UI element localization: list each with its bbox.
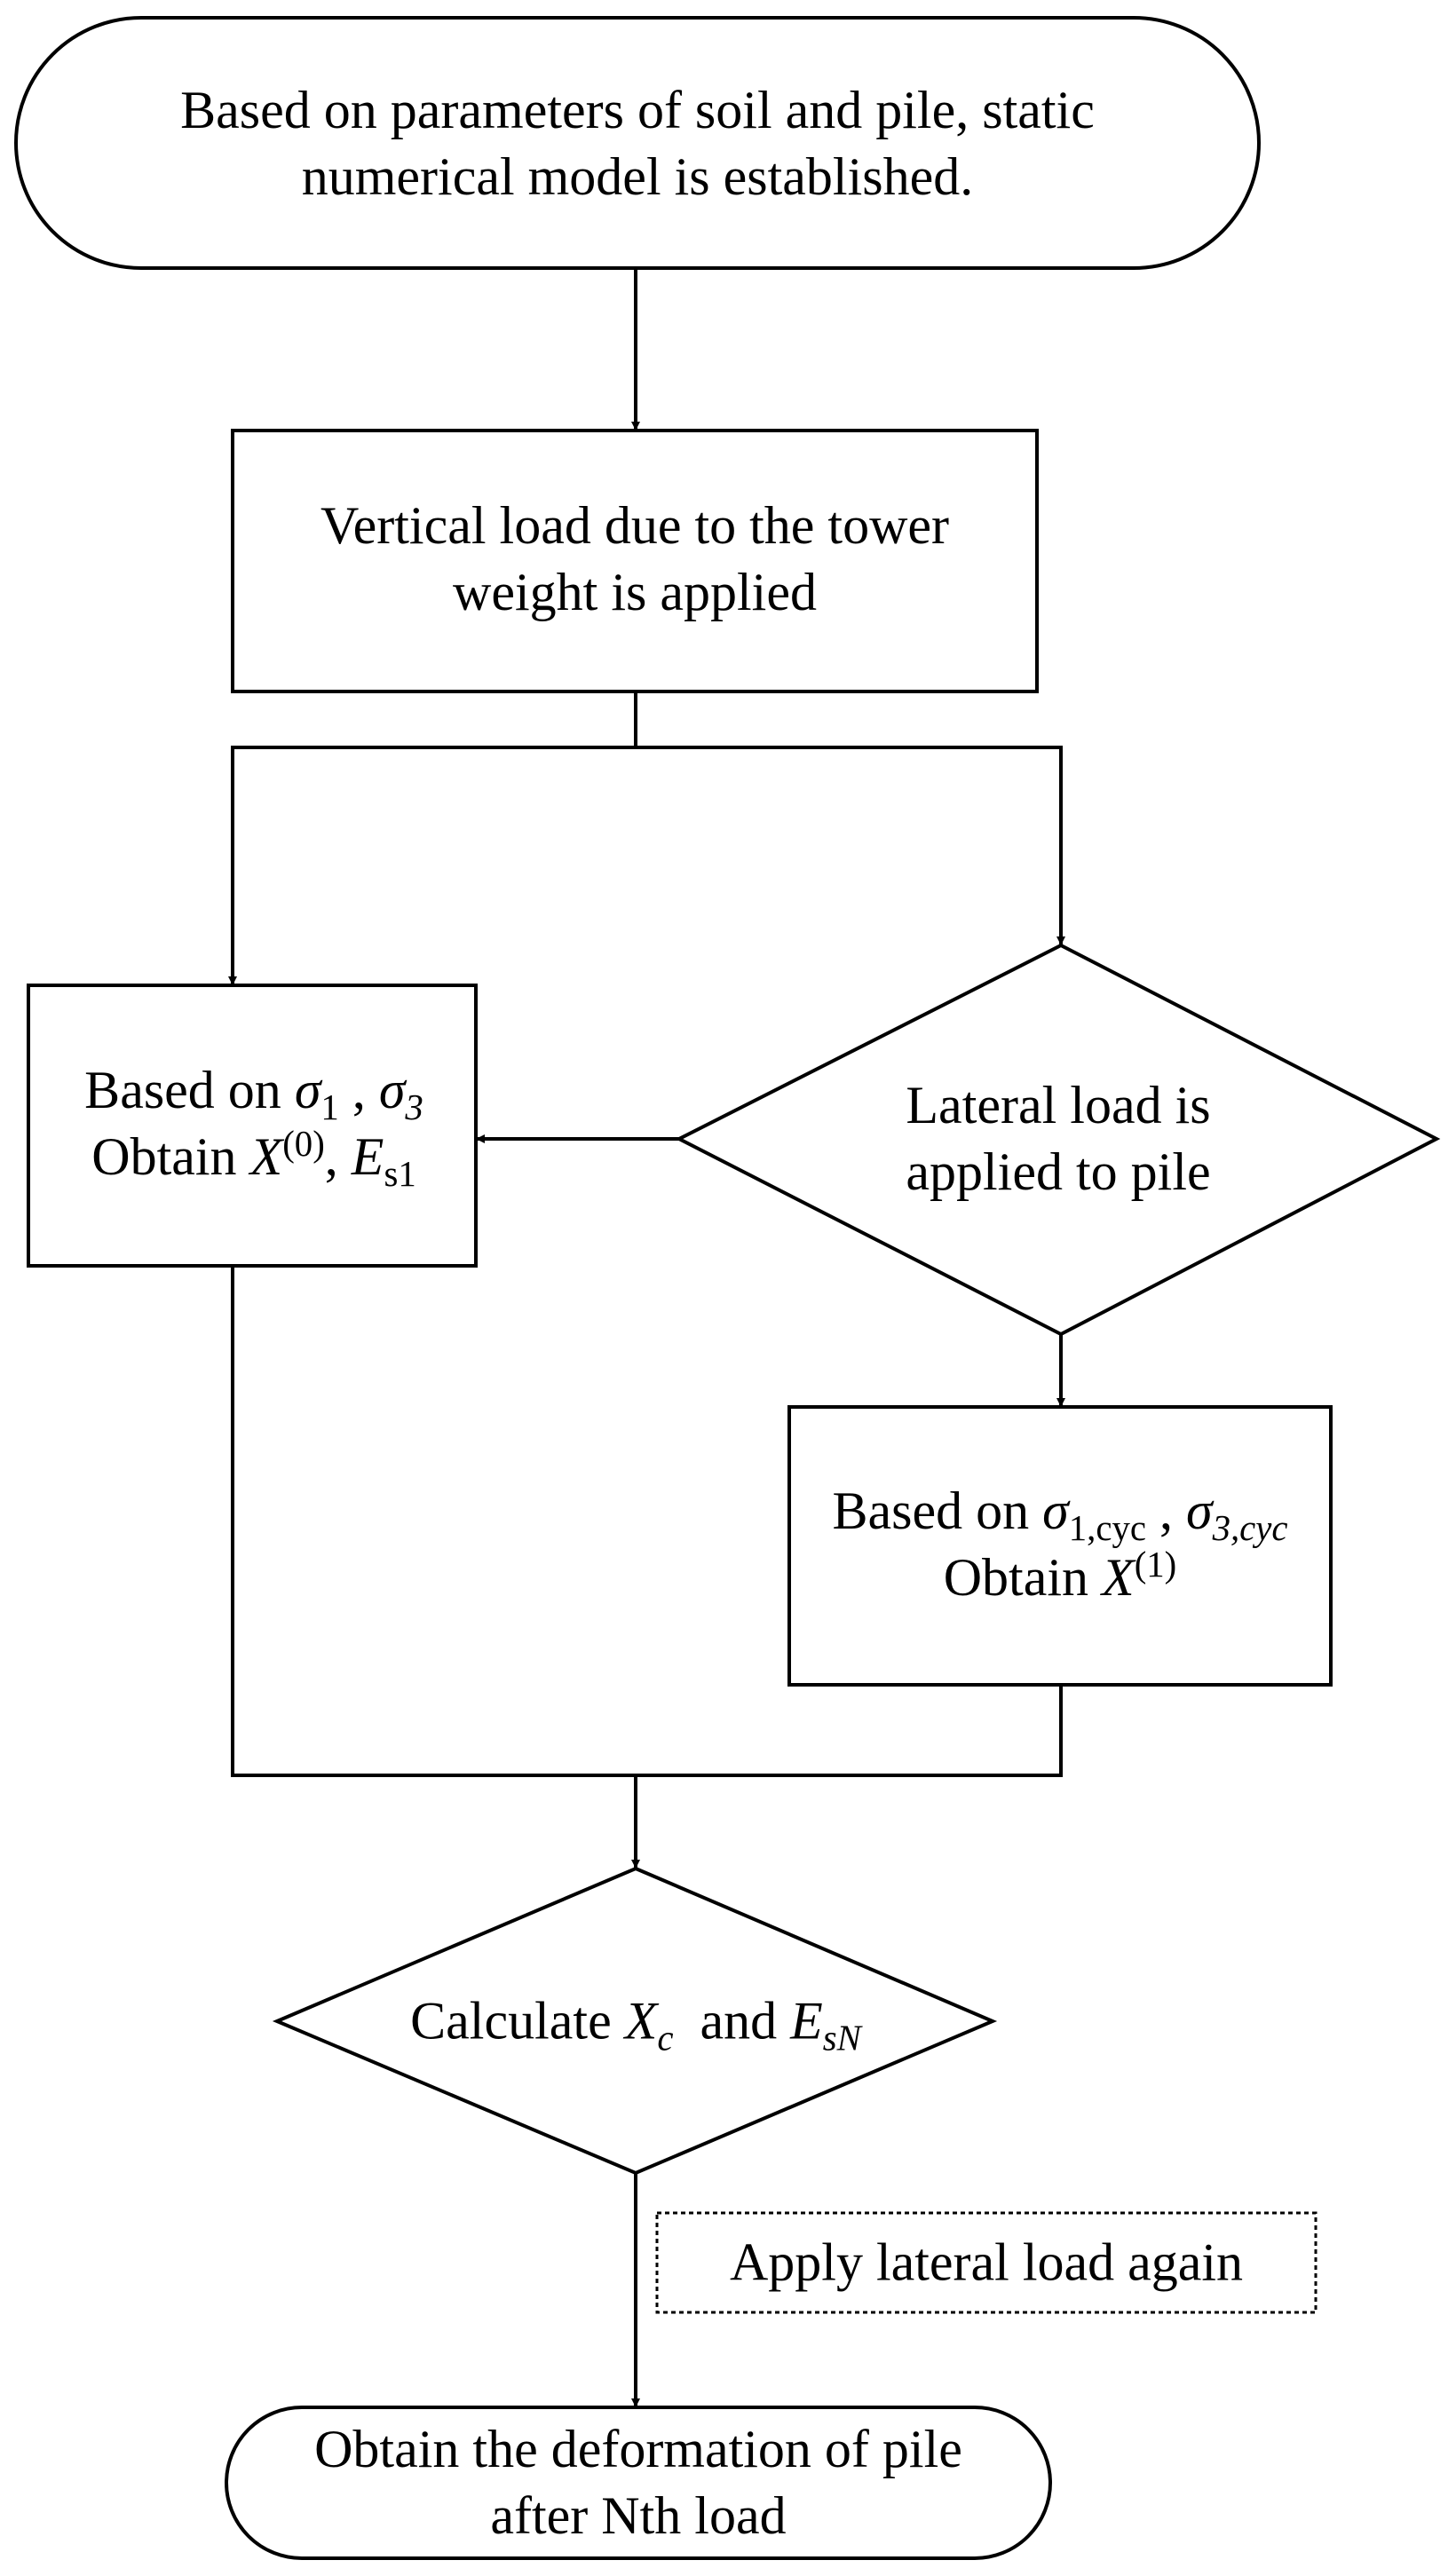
esn-var: EsN: [790, 1991, 861, 2058]
lateral-line-2: applied to pile: [906, 1142, 1211, 1201]
apply-again-box: [655, 2211, 1318, 2314]
static-sep: ,: [338, 1061, 379, 1119]
cyclic-obtain: Obtain: [943, 1548, 1089, 1607]
end-terminal-label: Obtain the deformation of pile after Nth…: [314, 2416, 962, 2549]
es1-var: Es1: [351, 1127, 416, 1194]
start-line-2: numerical model is established.: [301, 147, 974, 206]
xc-var: Xc: [624, 1991, 674, 2058]
sigma-3: σ3: [378, 1061, 423, 1127]
static-based-on: Based on: [84, 1061, 281, 1119]
end-line-1: Obtain the deformation of pile: [314, 2420, 962, 2478]
static-params-label: Based on σ1 , σ3 Obtain X(0), Es1: [84, 1057, 423, 1194]
calculate-text: Calculate: [410, 1991, 612, 2051]
x0-var: X(0): [249, 1124, 325, 1186]
merge-connector-left: [231, 1266, 1063, 1777]
sigma-1: σ1: [294, 1061, 339, 1127]
start-terminal-label: Based on parameters of soil and pile, st…: [180, 77, 1095, 210]
lateral-load-label: Lateral load is applied to pile: [906, 1072, 1210, 1205]
cyclic-params-label: Based on σ1,cyc , σ3,cyc Obtain X(1): [833, 1478, 1288, 1611]
sigma-1-cyc: σ1,cyc: [1042, 1482, 1146, 1548]
calculate-label: Calculate Xc and EsN: [410, 1988, 861, 2058]
static-params-box: [27, 984, 478, 1268]
vertical-line-2: weight is applied: [453, 563, 817, 621]
vertical-line-1: Vertical load due to the tower: [320, 496, 950, 555]
sigma-3-cyc: σ3,cyc: [1185, 1482, 1288, 1548]
cyclic-sep: ,: [1145, 1482, 1186, 1540]
apply-again-label: Apply lateral load again: [729, 2232, 1244, 2292]
vertical-load-label: Vertical load due to the tower weight is…: [320, 493, 949, 626]
split-connector: [228, 691, 637, 985]
end-terminal: [225, 2406, 1052, 2560]
end-line-2: after Nth load: [490, 2486, 787, 2545]
cyclic-based-on: Based on: [832, 1482, 1030, 1540]
static-obtain: Obtain: [91, 1127, 237, 1186]
start-line-1: Based on parameters of soil and pile, st…: [180, 81, 1095, 139]
x1-var: X(1): [1102, 1545, 1177, 1607]
calculate-and: and: [700, 1991, 778, 2051]
lateral-line-1: Lateral load is: [906, 1076, 1211, 1134]
static-comma: ,: [324, 1127, 352, 1186]
split-connector-right: [636, 746, 1065, 945]
